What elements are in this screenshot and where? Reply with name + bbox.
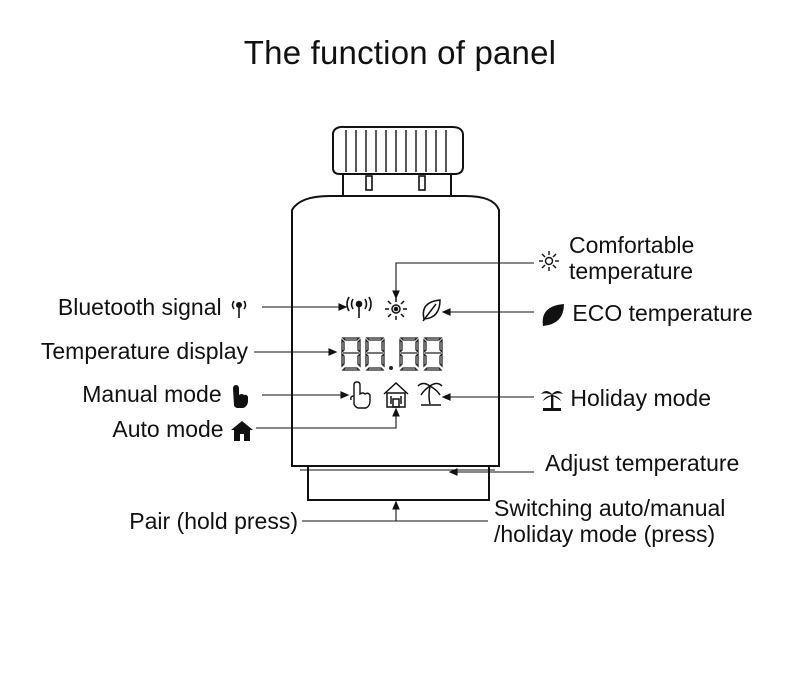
diagram-title: The function of panel	[243, 34, 557, 71]
thermostat-body	[291, 195, 500, 501]
hand-pointer-icon	[350, 381, 371, 409]
hand-pointer-icon	[233, 384, 248, 408]
eco-label-text: ECO temperature	[572, 300, 753, 326]
eco-temperature-label: ECO temperature	[540, 300, 753, 328]
adjust-temperature-label: Adjust temperature	[545, 450, 740, 476]
bluetooth-signal-label: Bluetooth signal	[58, 294, 250, 320]
pair-label: Pair (hold press)	[129, 508, 298, 534]
palm-tree-icon	[417, 382, 443, 406]
auto-label-text: Auto mode	[112, 416, 224, 442]
manual-label-text: Manual mode	[82, 381, 222, 407]
comfortable-temperature-label: Comfortable temperature	[539, 232, 695, 284]
leaf-icon	[542, 303, 564, 326]
switching-line-1: Switching auto/manual	[494, 495, 726, 521]
temperature-display-digits	[341, 337, 443, 371]
holiday-mode-label: Holiday mode	[540, 385, 711, 412]
leader-lines	[254, 262, 534, 522]
holiday-label-text: Holiday mode	[570, 385, 712, 411]
bluetooth-signal-icon	[346, 296, 372, 318]
switching-mode-label: Switching auto/manual /holiday mode (pre…	[494, 495, 725, 547]
temperature-display-label: Temperature display	[40, 338, 248, 364]
sun-icon	[539, 251, 559, 271]
thermostat-knob	[332, 125, 464, 197]
comfortable-line-1: Comfortable	[569, 232, 695, 258]
palm-tree-icon	[541, 390, 563, 411]
manual-mode-label: Manual mode	[82, 381, 250, 409]
leaf-icon	[422, 299, 441, 322]
comfortable-line-2: temperature	[569, 258, 694, 284]
bluetooth-signal-icon	[231, 300, 247, 318]
auto-mode-label: Auto mode	[112, 416, 254, 442]
bluetooth-label-text: Bluetooth signal	[57, 294, 222, 320]
switching-line-2: /holiday mode (press)	[494, 521, 716, 547]
house-icon	[231, 420, 253, 441]
house-icon	[383, 381, 409, 408]
sun-icon	[385, 298, 407, 320]
